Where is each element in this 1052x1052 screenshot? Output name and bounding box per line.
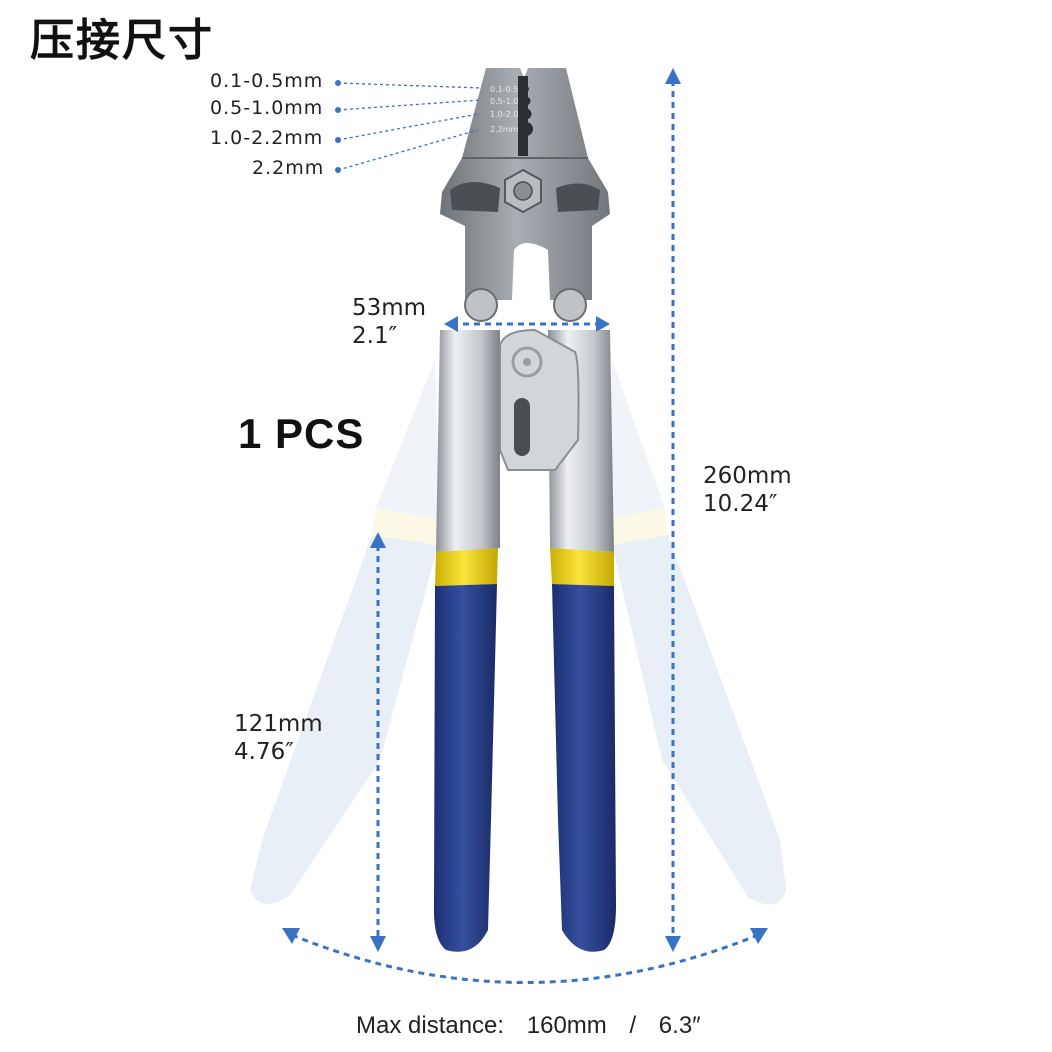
rivet-right [553,288,587,322]
ghost-handle-left [250,360,440,904]
jaw-label-1: 0.1-0.5 [490,85,518,94]
total-length-mm: 260mm [703,463,792,489]
total-length-label: 260mm 10.24″ [703,462,792,518]
jaw-label-2: 0.5-1.0 [490,97,518,106]
arrow-heads [282,68,768,952]
ghost-handle-right [608,360,786,905]
size-leaders [337,82,483,171]
grip-band-left [435,548,498,586]
handle-length-label: 121mm 4.76″ [234,710,323,766]
max-distance-arrow [291,933,759,984]
jaw-size-labels: 0.1-0.5 0.5-1.0 1.0-2.0 2.2mm [490,85,519,134]
jaw-width-label: 53mm 2.1″ [352,294,426,350]
max-distance-caption: Max distance: [356,1012,505,1039]
handle-sleeve-left [436,330,500,552]
jaw-width-mm: 53mm [352,295,427,321]
crimp-size-2: 0.5-1.0mm [210,97,324,119]
crimp-size-1: 0.1-0.5mm [210,70,324,92]
grip-left [433,584,497,952]
grip-right [552,584,616,952]
handle-length-mm: 121mm [234,711,323,737]
crimp-hole-1 [523,86,529,92]
max-distance-inch: 6.3″ [658,1012,701,1039]
grip-band-right [550,548,614,586]
crimp-size-4: 2.2mm [252,157,325,179]
jaw-label-3: 1.0-2.0 [490,110,518,119]
dimension-arrows [291,80,759,984]
max-distance-mm: 160mm [526,1012,607,1039]
size-leader-dots [335,80,341,173]
jaw-width-inch: 2.1″ [352,323,398,349]
crimper-head [440,68,610,322]
page-title: 压接尺寸 [30,15,214,66]
crimp-hole-3 [520,108,532,120]
max-distance-separator: / [629,1012,637,1039]
rivet-left [464,288,498,322]
handle-length-inch: 4.76″ [234,739,294,765]
jaw-label-4: 2.2mm [490,125,519,134]
max-distance-label: Max distance: 160mm / 6.3″ [356,1012,701,1040]
quantity-label: 1 PCS [238,410,365,457]
total-length-inch: 10.24″ [703,491,778,517]
crimp-hole-2 [521,96,531,106]
lock-plate [499,328,580,471]
crimp-size-3: 1.0-2.2mm [210,127,324,149]
crimp-hole-4 [519,122,533,136]
